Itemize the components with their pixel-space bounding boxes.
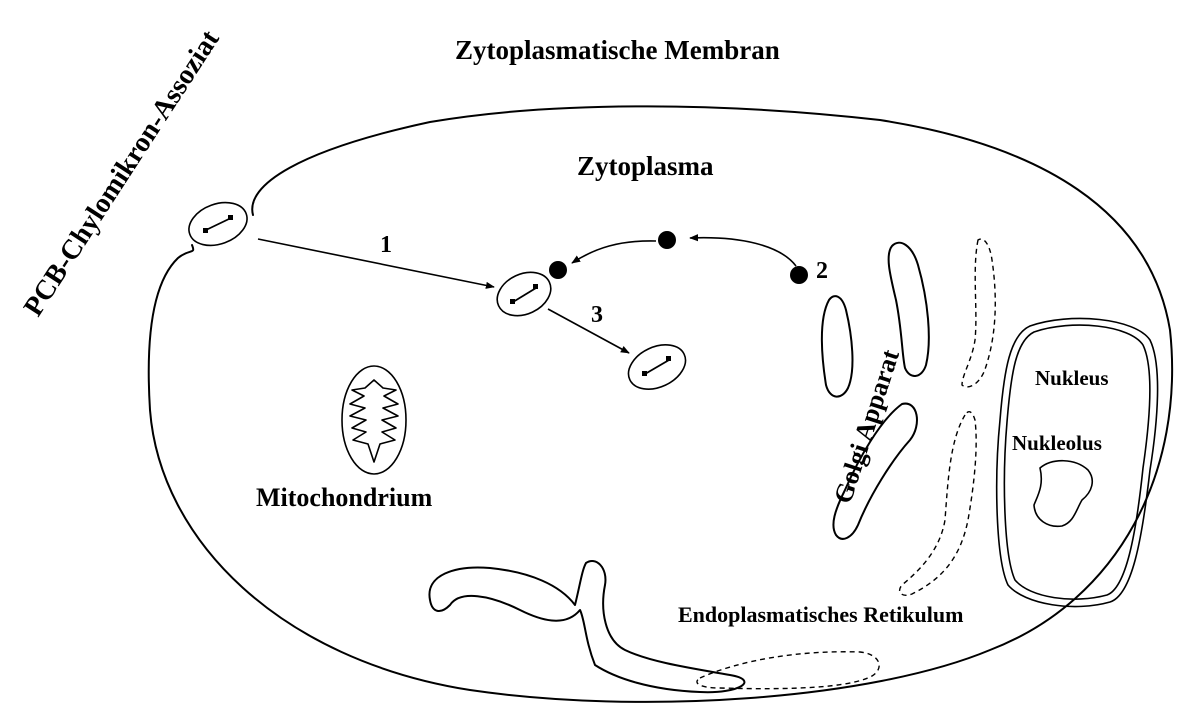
pcb-vesicle-membrane bbox=[183, 195, 253, 253]
mitochondrion-label: Mitochondrium bbox=[256, 483, 433, 512]
pcb-complex-label: PCB-Chylomikron-Assoziat bbox=[18, 24, 226, 322]
step-2-label: 2 bbox=[816, 258, 828, 284]
pcb-vesicle-internal bbox=[490, 264, 558, 324]
arrow-step-1 bbox=[258, 239, 494, 287]
nucleolus bbox=[1034, 461, 1092, 527]
nucleolus-label: Nukleolus bbox=[1012, 431, 1102, 455]
er-label: Endoplasmatisches Retikulum bbox=[678, 602, 963, 627]
cell-membrane bbox=[149, 106, 1172, 702]
cytoplasm-label: Zytoplasma bbox=[577, 151, 714, 181]
arrow-step-3 bbox=[548, 309, 629, 353]
pathway-step-2 bbox=[549, 231, 808, 284]
nucleus bbox=[997, 318, 1158, 606]
mitochondrion bbox=[342, 366, 406, 474]
step-1-label: 1 bbox=[380, 232, 392, 258]
membrane-label: Zytoplasmatische Membran bbox=[455, 35, 780, 65]
pcb-vesicle-released bbox=[621, 336, 692, 398]
golgi-label: Golgi Apparat bbox=[828, 346, 905, 507]
nucleus-label: Nukleus bbox=[1035, 366, 1109, 390]
step-3-label: 3 bbox=[591, 302, 603, 328]
